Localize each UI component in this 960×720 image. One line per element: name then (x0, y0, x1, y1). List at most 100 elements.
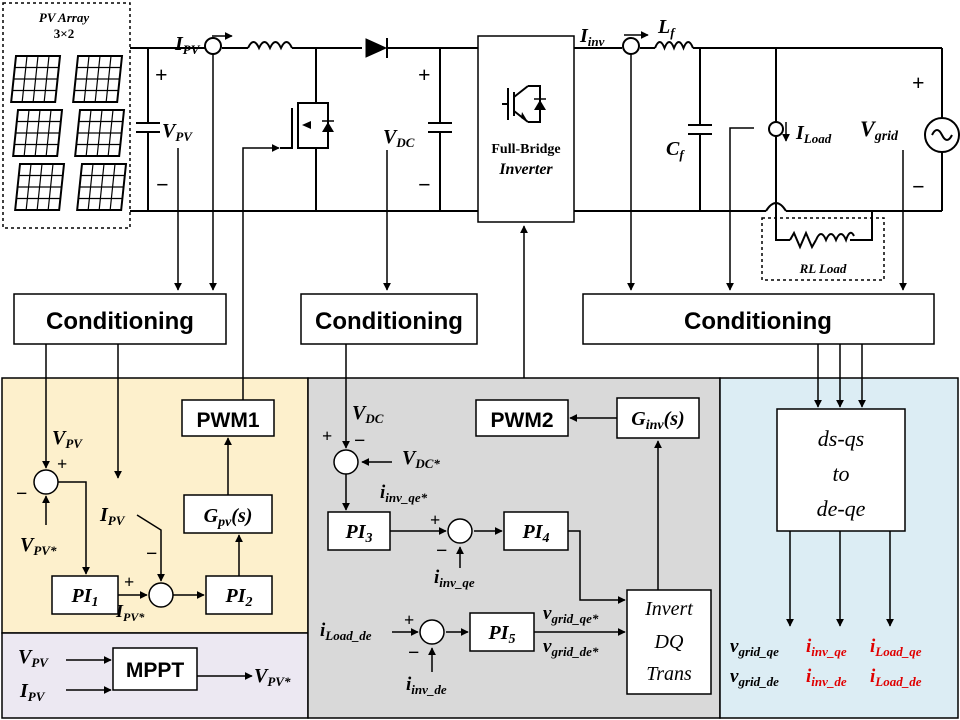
iload-sensor (768, 121, 784, 137)
vpv-signal: VPV (52, 427, 83, 451)
power-circuit (130, 47, 943, 241)
conditioning-mid (300, 293, 478, 345)
ginv-block (616, 397, 700, 439)
inverter-control: PWM2 Ginv(s) PI3 PI4 PI5 Invert DQ Trans… (320, 344, 712, 697)
iinv-sensor (622, 37, 640, 55)
conditioning-left (13, 293, 227, 345)
pi2-block (205, 575, 273, 615)
sum-iinv-qe (447, 518, 473, 544)
out-iinv-de: iinv_de (806, 666, 847, 689)
pwm1-block (181, 399, 275, 437)
sum-iload-de (419, 619, 445, 645)
gpv-label: Gpv(s) (204, 505, 253, 530)
boost-diode (365, 38, 388, 58)
sum-iload-de-plus: + (404, 610, 414, 630)
mppt-block (112, 647, 198, 691)
sum-ipv-plus: + (124, 572, 134, 592)
ipv-signal: IPV (99, 504, 126, 528)
invert-dq-block (626, 589, 712, 695)
ipv-sensor (204, 37, 222, 55)
out-iinv-qe: iinv_qe (806, 636, 847, 659)
vpv-ref-signal: VPV* (20, 534, 57, 558)
ginv-label: Ginv(s) (631, 408, 684, 433)
sum-iinv-qe-plus: + (430, 510, 440, 530)
invert-dq-line2: DQ (654, 631, 684, 653)
sum-vpv-plus: + (57, 454, 67, 474)
ipv-label: IPV (174, 33, 201, 57)
mppt-label: MPPT (126, 659, 185, 682)
rl-load-label: RL Load (799, 261, 847, 276)
mppt-vpv-ref-output: VPV* (254, 665, 291, 689)
gpv-block (183, 494, 273, 534)
vgrid-plus: + (912, 70, 925, 95)
vgrid-qe-ref-signal: vgrid_qe* (543, 603, 599, 626)
vgrid-minus: − (912, 174, 925, 199)
pv-panel (76, 163, 128, 211)
out-vgrid-de: vgrid_de (730, 666, 779, 689)
dsqs-line2: to (832, 461, 849, 486)
dsqs-line1: ds-qs (818, 426, 864, 451)
pv-panel (10, 55, 62, 103)
rl-load: RL Load (761, 217, 885, 281)
pv-array-title: PV Array (39, 10, 89, 25)
sum-vdc-plus: + (322, 426, 332, 446)
sum-ipv-minus: − (146, 543, 157, 565)
vdc-minus: − (418, 172, 431, 197)
vdc-label: VDC (383, 126, 415, 150)
sum-vpv (33, 469, 59, 495)
vdc-signal: VDC (352, 402, 384, 426)
sum-iload-de-minus: − (408, 642, 419, 664)
out-vgrid-qe: vgrid_qe (730, 636, 779, 659)
sum-vdc-minus: − (354, 430, 365, 452)
vdc-ref-signal: VDC* (402, 447, 440, 471)
iinv-qe-ref-signal: iinv_qe* (380, 482, 428, 505)
vpv-label: VPV (162, 120, 193, 144)
cf-label: Cf (666, 138, 685, 162)
iinv-qe-signal: iinv_qe (434, 567, 475, 590)
measurement-lines (174, 54, 907, 400)
mppt-vpv-input: VPV (18, 646, 49, 670)
pwm2-label: PWM2 (491, 409, 554, 432)
load-crossover (765, 202, 787, 212)
iinv-label: Iinv (579, 25, 605, 49)
out-iload-qe: iLoad_qe (870, 636, 922, 659)
ipv-ref-signal: IPV* (115, 601, 145, 624)
conditioning-right-label: Conditioning (684, 308, 832, 335)
lf-label: Lf (657, 16, 676, 40)
mppt-ipv-input: IPV (19, 680, 46, 704)
vgrid-label: Vgrid (860, 116, 899, 144)
pv-panel (74, 109, 126, 157)
pi3-label: PI3 (345, 521, 373, 546)
sum-vdc (333, 449, 359, 475)
pi3-block (327, 511, 391, 551)
sum-ipv (148, 582, 174, 608)
iload-de-signal: iLoad_de (320, 620, 372, 643)
pi4-label: PI4 (522, 521, 550, 546)
pv-panel (14, 163, 66, 211)
pi5-label: PI5 (488, 622, 516, 647)
mppt-section: MPPT VPV IPV VPV* (18, 646, 291, 704)
invert-dq-line3: Trans (646, 663, 692, 685)
vgrid-de-ref-signal: vgrid_de* (543, 636, 599, 659)
full-bridge-label-line2: Inverter (498, 161, 553, 178)
pwm1-label: PWM1 (197, 409, 260, 432)
pv-panel (12, 109, 64, 157)
dsqs-line3: de-qe (817, 496, 866, 521)
full-bridge-inverter: Full-Bridge Inverter (477, 35, 575, 223)
out-iload-de: iLoad_de (870, 666, 922, 689)
vdc-plus: + (418, 62, 431, 87)
pv-panel (72, 55, 124, 103)
conditioning-mid-label: Conditioning (315, 308, 463, 335)
invert-dq-line1: Invert (644, 598, 693, 620)
boost-inductor (247, 41, 293, 51)
iinv-de-signal: iinv_de (406, 674, 447, 697)
frame-transform: ds-qs to de-qe vgrid_qe iinv_qe iLoad_qe… (730, 344, 922, 689)
pwm2-block (475, 399, 569, 437)
pv-array-size: 3×2 (54, 26, 74, 41)
pi5-block (469, 612, 535, 652)
grid-source (924, 117, 960, 153)
pv-control: PWM1 Gpv(s) PI1 PI2 VPV + − VPV* IPV − +… (16, 344, 275, 624)
lf-inductor (654, 41, 694, 51)
dsqs-block (776, 408, 906, 532)
